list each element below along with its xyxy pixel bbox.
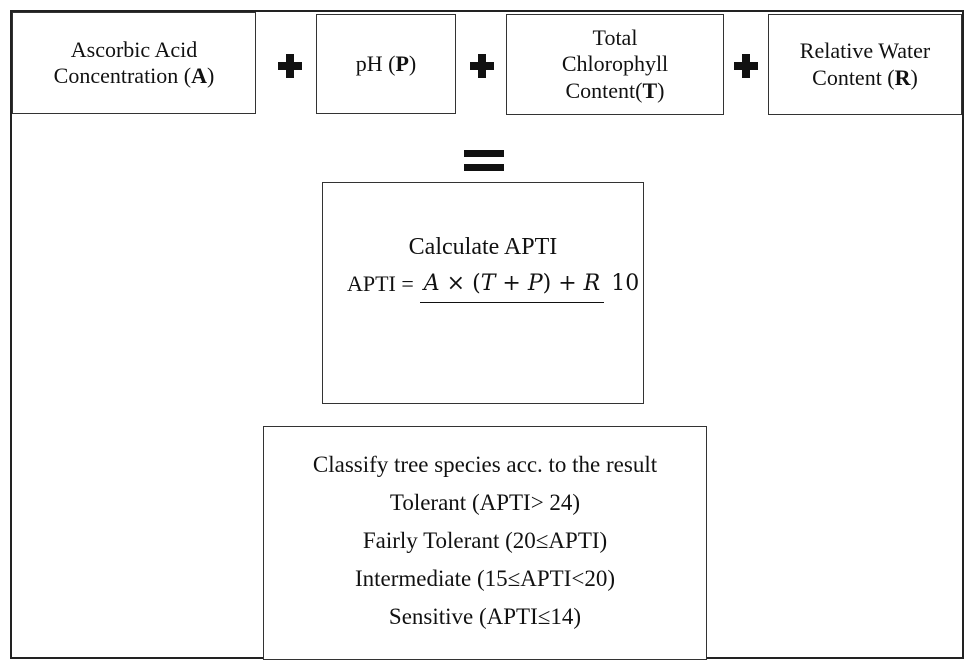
input-label: Relative Water Content ( — [799, 38, 931, 90]
classification-title: Classify tree species acc. to the result — [312, 452, 658, 477]
class-sensitive: Sensitive (APTI≤14) — [388, 604, 582, 629]
input-letter: A — [191, 63, 208, 88]
input-box-chlorophyll: Total Chlorophyll Content(T) — [506, 14, 724, 115]
input-box-relative-water: Relative Water Content (R) — [768, 14, 962, 115]
formula-denominator: 10 — [611, 271, 640, 296]
input-letter: P — [395, 50, 409, 76]
formula-numerator: A × (T + P) + R — [419, 271, 605, 303]
input-tail: ) — [207, 63, 215, 88]
input-tail: ) — [910, 64, 918, 90]
input-label: Ascorbic Acid Concentration ( — [53, 36, 198, 88]
plus-icon — [734, 54, 758, 78]
class-intermediate: Intermediate (15≤APTI<20) — [355, 566, 615, 591]
plus-icon — [470, 54, 494, 78]
input-label: pH ( — [355, 50, 396, 76]
classification-box: Classify tree species acc. to the result… — [263, 426, 707, 660]
input-tail: ) — [408, 50, 417, 76]
class-tolerant: Tolerant (APTI> 24) — [389, 490, 581, 515]
apti-formula: APTI = A × (T + P) + R 10 — [347, 271, 639, 303]
input-box-ascorbic-acid: Ascorbic Acid Concentration (A) — [12, 12, 256, 114]
class-fairly-tolerant: Fairly Tolerant (20≤APTI) — [362, 528, 608, 553]
calculate-apti-title: Calculate APTI — [408, 234, 558, 260]
input-box-ph: pH (P) — [316, 14, 456, 114]
input-letter: R — [894, 64, 911, 90]
plus-icon — [278, 54, 302, 78]
formula-lhs: APTI = — [347, 271, 414, 296]
equals-icon — [464, 150, 504, 172]
input-tail: ) — [657, 77, 665, 103]
input-letter: T — [642, 77, 658, 103]
calculate-apti-box: Calculate APTI APTI = A × (T + P) + R 10 — [322, 182, 644, 404]
formula-fraction: A × (T + P) + R 10 — [419, 271, 639, 303]
input-label: Total Chlorophyll Content( — [561, 24, 669, 103]
